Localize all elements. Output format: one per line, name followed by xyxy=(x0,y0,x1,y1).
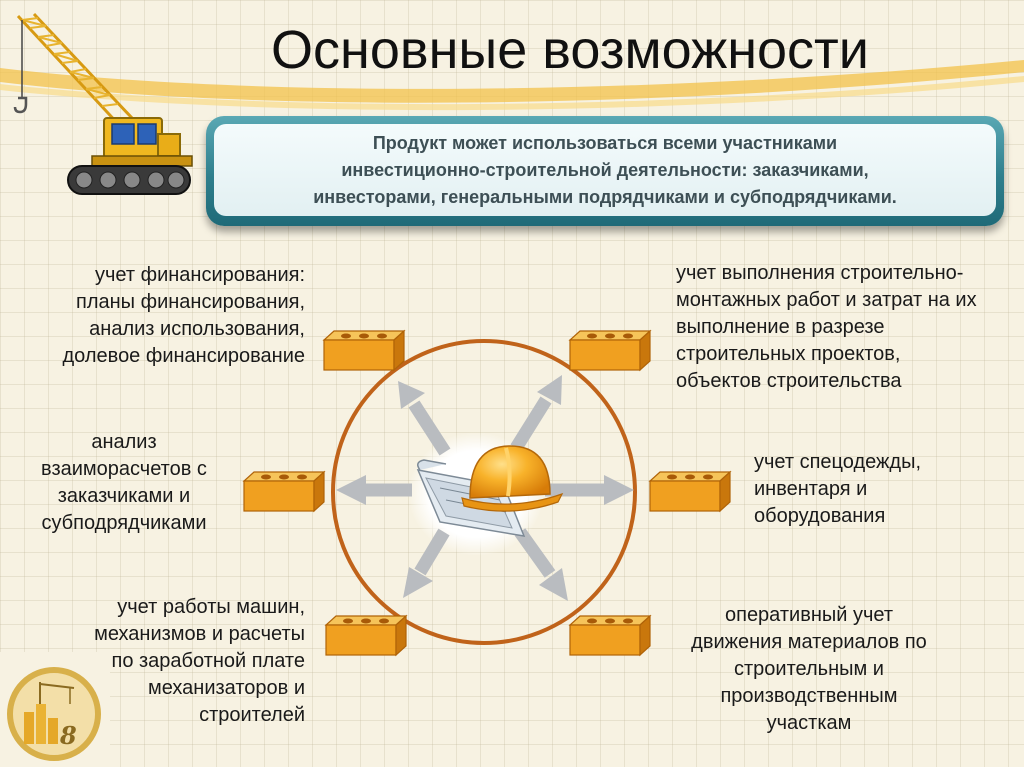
page-title: Основные возможности xyxy=(271,20,869,80)
feature-financing-line: учет финансирования: xyxy=(95,264,305,286)
brick-icon xyxy=(568,614,652,657)
brick-icon xyxy=(324,614,408,657)
feature-workwear: учет спецодежды, инвентаря и оборудовани… xyxy=(754,449,974,530)
feature-materials-line: движения материалов по xyxy=(691,631,927,653)
feature-construction: учет выполнения строительно- монтажных р… xyxy=(676,260,1021,395)
arrow-down-right xyxy=(514,528,568,601)
feature-construction-line: учет выполнения строительно- xyxy=(676,262,964,284)
feature-financing: учет финансирования: планы финансировани… xyxy=(5,262,305,370)
feature-settlements: анализ взаиморасчетов с заказчиками и су… xyxy=(24,429,224,537)
feature-workwear-line: учет спецодежды, xyxy=(754,451,922,473)
feature-materials-line: оперативный учет xyxy=(724,604,894,626)
brick-icon xyxy=(648,470,732,513)
hard-hat-icon xyxy=(416,445,564,537)
feature-machines-line: строителей xyxy=(199,704,305,726)
feature-workwear-line: инвентаря и xyxy=(754,478,868,500)
arrow-up-right xyxy=(510,375,562,452)
feature-construction-line: строительных проектов, xyxy=(676,343,901,365)
feature-materials-line: производственным xyxy=(720,685,898,707)
feature-financing-line: анализ использования, xyxy=(89,318,305,340)
feature-materials-line: строительным и xyxy=(734,658,884,680)
feature-financing-line: планы финансирования, xyxy=(76,291,305,313)
info-banner-text: Продукт может использоваться всеми участ… xyxy=(297,130,913,211)
feature-materials: оперативный учет движения материалов по … xyxy=(664,602,954,737)
feature-machines: учет работы машин, механизмов и расчеты … xyxy=(5,594,305,729)
feature-construction-line: монтажных работ и затрат на их xyxy=(676,289,977,311)
crane-icon xyxy=(13,12,193,195)
logo-icon: 8 xyxy=(0,652,110,767)
arrow-right xyxy=(545,475,634,505)
feature-materials-line: участкам xyxy=(766,712,852,734)
feature-settlements-line: взаиморасчетов с xyxy=(41,458,207,480)
logo-mark: 8 xyxy=(59,721,77,750)
arrow-down-left xyxy=(403,528,450,598)
arrow-up-left xyxy=(398,381,451,456)
arrow-left xyxy=(336,475,412,505)
feature-machines-line: учет работы машин, xyxy=(117,596,305,618)
feature-construction-line: выполнение в разрезе xyxy=(676,316,885,338)
orbit-ring xyxy=(331,339,637,645)
feature-settlements-line: заказчиками и xyxy=(57,485,191,507)
feature-machines-line: механизаторов и xyxy=(147,677,305,699)
feature-financing-line: долевое финансирование xyxy=(62,345,305,367)
brick-icon xyxy=(568,329,652,372)
banner-line-3: инвесторами, генеральными подрядчиками и… xyxy=(313,186,897,207)
feature-settlements-line: анализ xyxy=(91,431,157,453)
banner-line-2: инвестиционно-строительной деятельности:… xyxy=(341,159,869,180)
feature-machines-line: по заработной плате xyxy=(111,650,306,672)
info-banner-body: Продукт может использоваться всеми участ… xyxy=(214,124,996,216)
brick-icon xyxy=(322,329,406,372)
info-banner: Продукт может использоваться всеми участ… xyxy=(206,116,1004,226)
feature-machines-line: механизмов и расчеты xyxy=(94,623,305,645)
feature-settlements-line: субподрядчиками xyxy=(41,512,207,534)
banner-line-1: Продукт может использоваться всеми участ… xyxy=(372,132,838,153)
title-swoosh xyxy=(0,60,1024,111)
feature-workwear-line: оборудования xyxy=(754,505,886,527)
feature-construction-line: объектов строительства xyxy=(676,370,902,392)
brick-icon xyxy=(242,470,326,513)
